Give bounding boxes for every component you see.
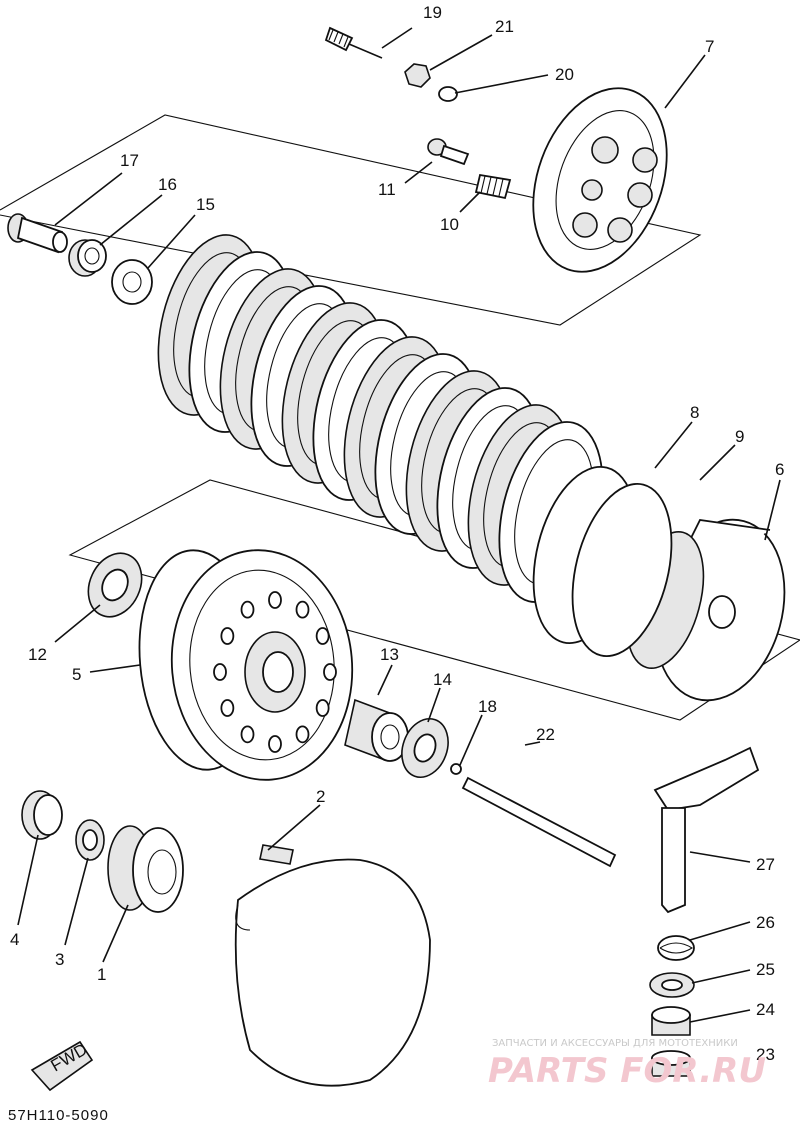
callout-24: 24	[756, 1000, 775, 1019]
boss-hole	[240, 725, 255, 744]
diagram-code: 57H110-5090	[8, 1107, 109, 1124]
callout-leaders	[17, 27, 781, 1023]
callout-26: 26	[756, 913, 775, 932]
push-piece-part-17	[7, 213, 68, 254]
watermark-tagline: ЗАПЧАСТИ И АКСЕССУАРЫ ДЛЯ МОТОТЕХНИКИ	[492, 1038, 738, 1049]
boss-hole	[295, 725, 310, 744]
group-frame-middle	[68, 479, 800, 721]
boss-hole	[220, 627, 235, 645]
boss-hole	[220, 699, 235, 717]
boss-hole	[268, 591, 282, 609]
spring-plate-part-9	[571, 482, 673, 658]
washer-part-20	[438, 86, 458, 102]
fwd-arrow-mark: FWD	[30, 1040, 94, 1092]
clutch-boss-part-5	[138, 549, 354, 781]
oil-seal-part-24	[651, 1006, 691, 1036]
callout-13: 13	[380, 645, 399, 664]
callout-27: 27	[756, 855, 775, 874]
pressure-plate-part-7	[532, 87, 668, 273]
callout-11: 11	[378, 180, 396, 199]
nut-part-4	[21, 790, 63, 840]
callout-1: 1	[97, 965, 106, 984]
callout-8: 8	[690, 403, 699, 422]
group-frame-top	[0, 114, 702, 326]
callout-14: 14	[433, 670, 452, 689]
thrust-washer-part-12	[87, 552, 143, 618]
screw-part-11	[427, 138, 470, 166]
ball-part-18	[450, 763, 462, 775]
washer-part-25	[649, 972, 695, 998]
callout-18: 18	[478, 697, 497, 716]
callout-21: 21	[495, 17, 514, 36]
callout-20: 20	[555, 65, 574, 84]
collar-part-13	[344, 698, 409, 762]
callout-2: 2	[316, 787, 325, 806]
callout-19: 19	[423, 3, 442, 22]
boss-hole	[295, 600, 310, 619]
boss-hole	[268, 735, 282, 753]
callout-labels: 1 2 3 4 5 6 7 8 9 10 11 12 13 14 15 16 1…	[10, 3, 784, 1064]
push-lever-part-27	[653, 746, 760, 914]
clutch-housing-part-6	[625, 518, 786, 702]
callout-3: 3	[55, 950, 64, 969]
watermark-logo: PARTS FOR.RU	[488, 1051, 766, 1091]
bearing-part-16	[68, 239, 107, 277]
callout-12: 12	[28, 645, 47, 664]
boss-hole	[323, 663, 337, 681]
nut-part-21	[404, 63, 431, 88]
spring-part-10	[474, 173, 512, 200]
washer-part-14	[401, 718, 449, 778]
boss-hole	[315, 627, 330, 645]
callout-6: 6	[775, 460, 784, 479]
callout-4: 4	[10, 930, 19, 949]
boss-hole	[240, 600, 255, 619]
callout-7: 7	[705, 37, 714, 56]
bearing-part-23	[651, 1050, 691, 1077]
callout-22: 22	[536, 725, 555, 744]
callout-10: 10	[440, 215, 459, 234]
crankcase-cover	[234, 858, 431, 1087]
washer-part-3	[75, 819, 105, 861]
callout-5: 5	[72, 665, 81, 684]
lock-washer-part-15	[111, 259, 153, 305]
dowel-part-2	[259, 844, 294, 865]
spring-part-26	[657, 935, 695, 961]
watermark: ЗАПЧАСТИ И АКСЕССУАРЫ ДЛЯ МОТОТЕХНИКИ PA…	[488, 1038, 766, 1091]
callout-9: 9	[735, 427, 744, 446]
callout-16: 16	[158, 175, 177, 194]
callout-25: 25	[756, 960, 775, 979]
gear-part-1	[107, 825, 184, 913]
boss-hole	[213, 663, 227, 681]
callout-17: 17	[120, 151, 139, 170]
callout-23: 23	[756, 1045, 775, 1064]
boss-hole	[315, 699, 330, 717]
push-rod-part-22	[461, 776, 617, 868]
callout-15: 15	[196, 195, 215, 214]
bolt-part-19	[324, 26, 383, 59]
